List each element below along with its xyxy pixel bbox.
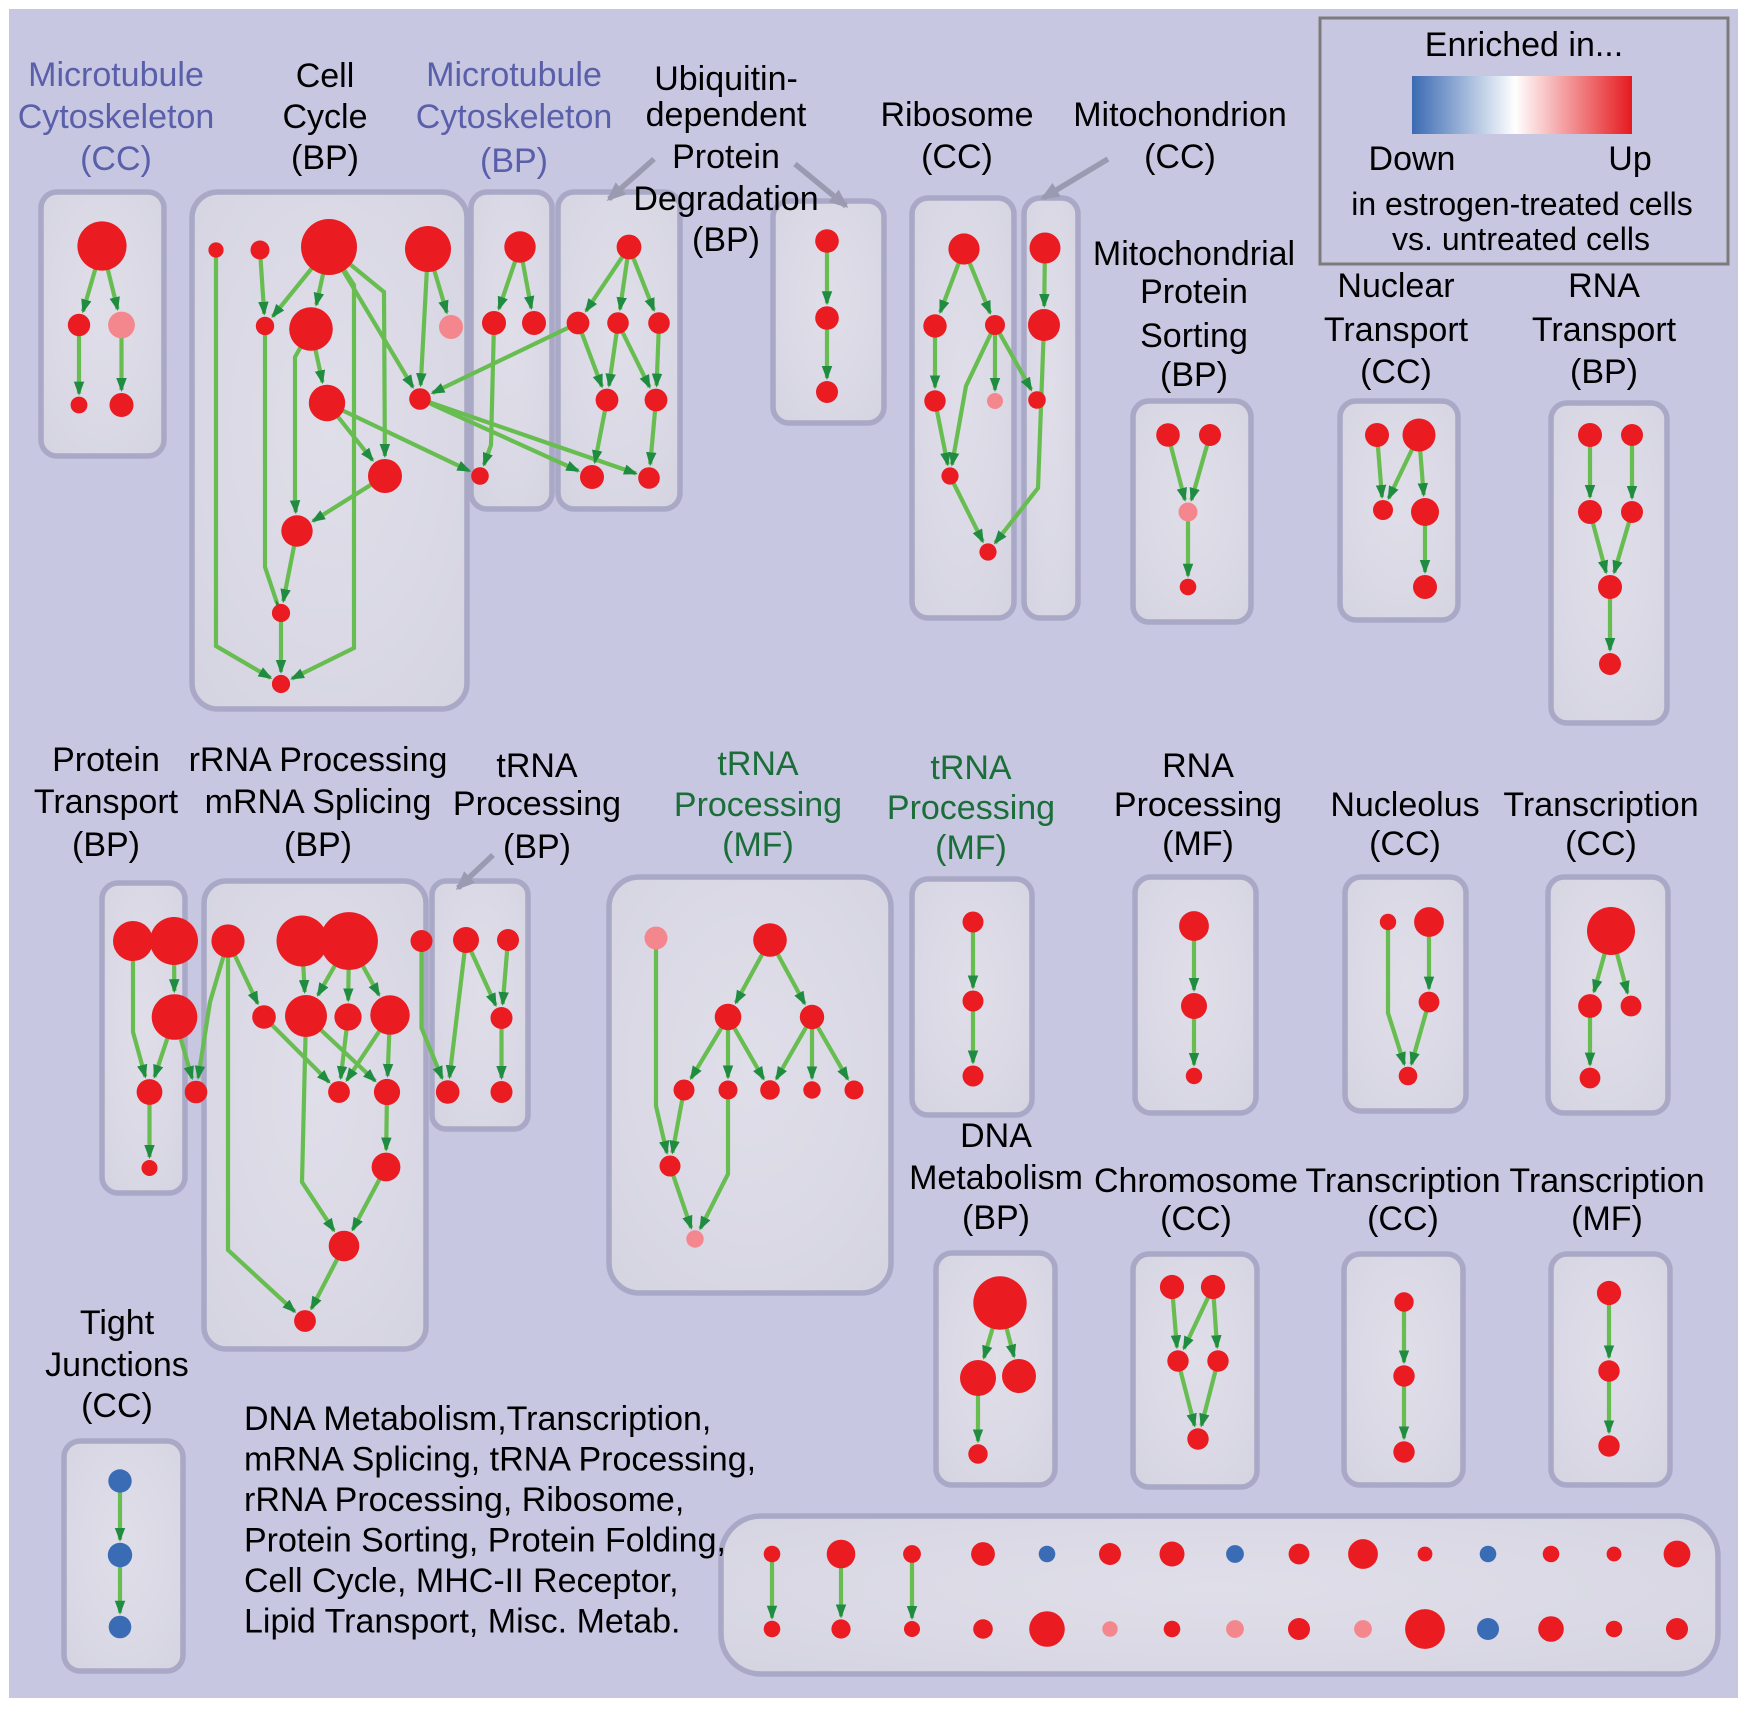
svg-text:Mitochondrial: Mitochondrial (1093, 235, 1295, 273)
svg-text:(MF): (MF) (1571, 1200, 1643, 1238)
svg-text:Chromosome: Chromosome (1094, 1162, 1298, 1200)
svg-text:rRNA Processing, Ribosome,: rRNA Processing, Ribosome, (244, 1481, 684, 1519)
svg-text:Sorting: Sorting (1140, 317, 1248, 355)
svg-text:dependent: dependent (646, 96, 807, 134)
svg-text:Mitochondrion: Mitochondrion (1073, 96, 1287, 134)
svg-text:Cytoskeleton: Cytoskeleton (416, 98, 613, 136)
svg-text:(CC): (CC) (1367, 1200, 1439, 1238)
svg-text:Protein: Protein (1140, 273, 1248, 311)
svg-text:(BP): (BP) (962, 1199, 1030, 1237)
svg-text:Nucleolus: Nucleolus (1330, 786, 1479, 824)
svg-text:tRNA: tRNA (930, 749, 1012, 787)
svg-text:(MF): (MF) (722, 826, 794, 864)
svg-text:Microtubule: Microtubule (426, 56, 602, 94)
svg-text:RNA: RNA (1162, 747, 1234, 785)
svg-text:Protein: Protein (52, 741, 160, 779)
svg-text:Ubiquitin-: Ubiquitin- (654, 60, 798, 98)
svg-text:(BP): (BP) (1570, 353, 1638, 391)
svg-text:(MF): (MF) (935, 829, 1007, 867)
svg-text:Metabolism: Metabolism (909, 1159, 1083, 1197)
svg-text:Transport: Transport (1324, 311, 1469, 349)
svg-text:Cell: Cell (296, 57, 355, 95)
svg-text:Cytoskeleton: Cytoskeleton (18, 98, 215, 136)
svg-text:(CC): (CC) (81, 1387, 153, 1425)
svg-text:Ribosome: Ribosome (880, 96, 1033, 134)
svg-text:Processing: Processing (674, 786, 842, 824)
svg-text:mRNA Splicing, tRNA Processing: mRNA Splicing, tRNA Processing, (244, 1441, 756, 1479)
svg-text:Cycle: Cycle (282, 98, 367, 136)
svg-text:(BP): (BP) (72, 826, 140, 864)
svg-text:Protein Sorting, Protein Foldi: Protein Sorting, Protein Folding, (244, 1522, 726, 1560)
svg-text:(BP): (BP) (692, 221, 760, 259)
svg-text:vs. untreated cells: vs. untreated cells (1392, 221, 1650, 257)
svg-text:Microtubule: Microtubule (28, 56, 204, 94)
svg-text:(CC): (CC) (921, 138, 993, 176)
svg-text:Lipid Transport, Misc. Metab.: Lipid Transport, Misc. Metab. (244, 1603, 681, 1641)
svg-text:rRNA Processing: rRNA Processing (189, 741, 448, 779)
svg-text:(CC): (CC) (1360, 353, 1432, 391)
svg-text:tRNA: tRNA (717, 745, 799, 783)
svg-text:Tight: Tight (80, 1304, 155, 1342)
svg-text:(CC): (CC) (1369, 825, 1441, 863)
svg-text:(CC): (CC) (80, 140, 152, 178)
svg-text:(MF): (MF) (1162, 825, 1234, 863)
svg-text:Transcription: Transcription (1509, 1162, 1704, 1200)
svg-text:mRNA Splicing: mRNA Splicing (205, 783, 432, 821)
svg-text:Up: Up (1608, 140, 1651, 178)
svg-text:RNA: RNA (1568, 267, 1640, 305)
svg-text:Enriched in...: Enriched in... (1425, 26, 1623, 64)
svg-text:(BP): (BP) (284, 826, 352, 864)
svg-text:Transport: Transport (34, 783, 179, 821)
svg-text:(BP): (BP) (1160, 356, 1228, 394)
svg-text:Degradation: Degradation (633, 180, 818, 218)
svg-text:Processing: Processing (1114, 786, 1282, 824)
svg-text:Processing: Processing (887, 789, 1055, 827)
svg-text:Junctions: Junctions (45, 1346, 189, 1384)
svg-text:DNA: DNA (960, 1117, 1032, 1155)
svg-text:Cell Cycle, MHC-II Receptor,: Cell Cycle, MHC-II Receptor, (244, 1562, 679, 1600)
svg-text:(CC): (CC) (1565, 825, 1637, 863)
svg-text:Down: Down (1369, 140, 1456, 178)
svg-text:Processing: Processing (453, 785, 621, 823)
svg-text:Protein: Protein (672, 138, 780, 176)
svg-text:Transport: Transport (1532, 311, 1677, 349)
svg-text:Nuclear: Nuclear (1337, 267, 1454, 305)
svg-text:(CC): (CC) (1144, 138, 1216, 176)
svg-text:Transcription: Transcription (1305, 1162, 1500, 1200)
svg-text:tRNA: tRNA (496, 747, 578, 785)
svg-text:in estrogen-treated cells: in estrogen-treated cells (1351, 186, 1693, 222)
svg-text:(BP): (BP) (480, 142, 548, 180)
svg-text:Transcription: Transcription (1503, 786, 1698, 824)
svg-text:(CC): (CC) (1160, 1200, 1232, 1238)
svg-text:(BP): (BP) (503, 828, 571, 866)
svg-text:DNA Metabolism,Transcription,: DNA Metabolism,Transcription, (244, 1400, 711, 1438)
svg-text:(BP): (BP) (291, 139, 359, 177)
